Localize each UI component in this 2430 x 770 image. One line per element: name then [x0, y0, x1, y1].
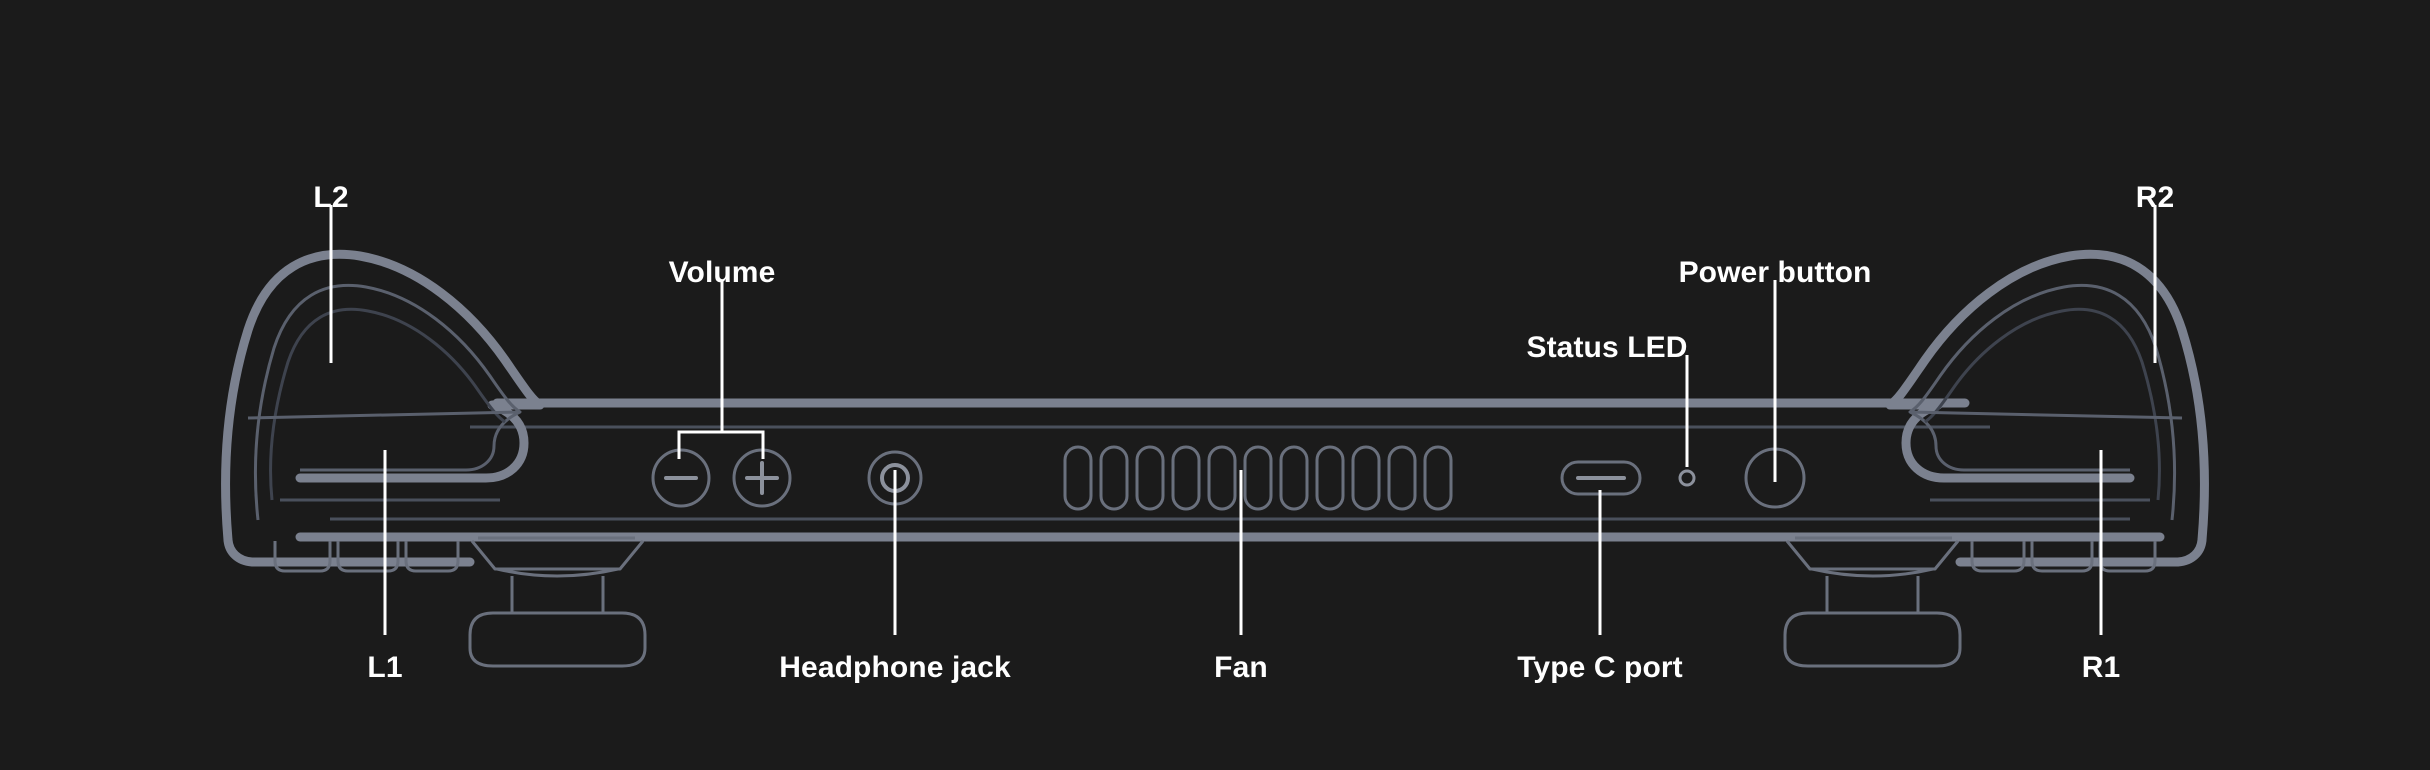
fan-vent-slot: [1279, 445, 1309, 511]
callout-label-l2: L2: [313, 181, 349, 214]
plus-icon: [745, 461, 779, 495]
callout-label-power-button: Power button: [1678, 256, 1872, 289]
callout-label-fan: Fan: [1214, 651, 1268, 684]
left-thumbstick-collar: [496, 567, 619, 578]
fan-vent-slot: [1063, 445, 1093, 511]
right-thumbstick-cap: [1783, 611, 1962, 668]
callout-label-volume: Volume: [668, 256, 776, 289]
left-thumbstick-mount: [470, 540, 645, 571]
callout-label-headphone-jack: Headphone jack: [779, 651, 1011, 684]
bottom-tab-right-3: [1970, 541, 2026, 573]
bottom-tab-right-2: [2030, 541, 2094, 573]
fan-vent-slot: [1315, 445, 1345, 511]
right-thumbstick-neck: [1825, 576, 1920, 613]
callout-leader-lines: [329, 205, 2157, 635]
fan-vent-slot: [1171, 445, 1201, 511]
callout-label-r2: R2: [2135, 181, 2175, 214]
fan-vent-slot: [1099, 445, 1129, 511]
right-grip-diagonal-seam: [1909, 410, 2183, 420]
right-grip-outer-bottom: [1955, 535, 2207, 567]
right-underside-details: [1783, 536, 2157, 668]
left-thumbstick-neck: [510, 576, 605, 613]
status-led: [1678, 469, 1696, 487]
bottom-tab-left-2: [336, 541, 400, 573]
fan-vent-slot: [1423, 445, 1453, 511]
bottom-tab-left-3: [404, 541, 460, 573]
callout-label-l1: L1: [367, 651, 403, 684]
fan-vent: [1063, 445, 1453, 511]
left-grip-outer-bottom: [223, 535, 475, 567]
fan-vent-slot: [1387, 445, 1417, 511]
right-shoulder-grip[interactable]: [1885, 249, 2210, 567]
fan-vent-slot: [1207, 445, 1237, 511]
fan-vent-slot: [1135, 445, 1165, 511]
left-thumbstick-cap: [468, 611, 647, 668]
callout-label-status-led: Status LED: [1526, 331, 1688, 364]
fan-vent-slot: [1243, 445, 1273, 511]
fan-vent-slot: [1351, 445, 1381, 511]
right-thumbstick-mount: [1785, 540, 1960, 571]
left-grip-inner-outline: [253, 283, 522, 521]
device-body: [295, 398, 2165, 542]
bottom-tab-left-1: [273, 541, 332, 573]
left-underside-details: [273, 536, 647, 668]
callout-label-type-c-port: Type C port: [1517, 651, 1683, 684]
left-grip-outer-outline: [220, 249, 545, 545]
right-thumbstick-collar: [1811, 567, 1934, 578]
callout-label-r1: R1: [2081, 651, 2121, 684]
right-grip-outer-outline: [1885, 249, 2210, 545]
leader-bracket-volume: [677, 430, 765, 459]
right-grip-inner-outline: [1908, 283, 2177, 521]
usb-type-c-port[interactable]: [1560, 460, 1642, 496]
left-grip-diagonal-seam: [247, 410, 521, 420]
volume-down-button[interactable]: [651, 448, 711, 508]
volume-rocker[interactable]: [651, 448, 792, 508]
left-shoulder-grip[interactable]: [220, 249, 545, 567]
